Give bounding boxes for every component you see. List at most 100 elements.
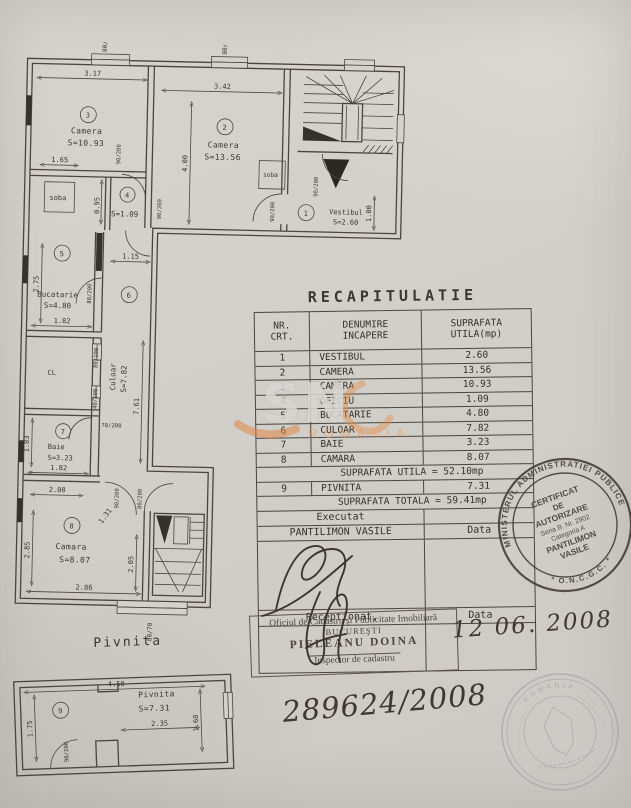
interior-walls — [22, 66, 292, 602]
pivnita-walls — [13, 673, 235, 777]
header-incapere: INCAPERE — [342, 330, 389, 342]
window-sill-bottom — [116, 600, 188, 616]
window-label: 80/70 — [222, 40, 229, 55]
room-name: Culoar — [108, 363, 118, 391]
dim: 2.85 — [23, 541, 31, 558]
room-number: 7 — [61, 428, 65, 436]
hatch-band — [362, 144, 394, 154]
room-name: Camara — [55, 542, 87, 552]
room-name: Baie — [48, 443, 65, 451]
soba-box — [258, 160, 286, 190]
room-area: S=7.31 — [139, 703, 171, 713]
door-label: 70/200 — [101, 423, 121, 429]
executant-signature — [261, 545, 353, 617]
room-name: Bucatarie — [37, 290, 78, 300]
window-sills-top — [91, 53, 376, 72]
pivnita-door-arc — [50, 739, 78, 769]
room-area: S=2.60 — [333, 218, 358, 227]
door-label: 90/200 — [64, 742, 71, 762]
receptionat-signature — [305, 591, 348, 666]
recap-title: RECAPITULATIE — [307, 285, 478, 307]
dim: 2.05 — [127, 556, 135, 573]
room-oficiu: 4 S=1.09 — [111, 186, 138, 219]
certification-stamp: MINISTERUL ADMINISTRATIEI PUBLICE * O.N.… — [492, 452, 631, 593]
window-label: 80/100 — [94, 348, 100, 368]
window-label: 80/70 — [102, 40, 109, 52]
dim: 2.35 — [151, 719, 168, 728]
pivnita-title: Pivnita — [93, 634, 162, 651]
room-name: Camera — [208, 140, 240, 150]
dim: 1.65 — [51, 156, 68, 164]
dim: 1.82 — [50, 464, 67, 472]
dim: 7.61 — [133, 398, 141, 415]
dim: 2.00 — [49, 486, 66, 494]
dim: 4.00 — [181, 155, 189, 172]
room-area: S=7.82 — [119, 365, 129, 392]
room-number: 6 — [127, 292, 131, 300]
room-area: S=8.07 — [59, 555, 91, 565]
soba-box — [43, 181, 76, 213]
stamp-line: DE — [552, 500, 566, 512]
cl-label: CL — [47, 369, 56, 377]
door-label: 90/200 — [116, 144, 122, 164]
dim: 1.31 — [97, 507, 113, 525]
room-number: 3 — [86, 112, 90, 120]
room-number-circle — [52, 701, 70, 719]
door-arcs — [68, 153, 348, 515]
room-area: S=13.56 — [204, 152, 241, 162]
dim: 3.17 — [84, 70, 101, 78]
room-number: 4 — [125, 192, 129, 200]
room-baie: 7 Baie S=3.23 — [47, 423, 73, 462]
soba-label: soba — [263, 172, 278, 179]
room-number: 1 — [304, 210, 308, 218]
door-label: 90/200 — [114, 488, 120, 508]
faint-round-stamp: ROMANIA — [501, 673, 619, 791]
stamp-ring-bottom: * O.N.C.G.C. * — [548, 553, 618, 593]
room-vestibul: 1 Vestibul S=2.60 — [297, 204, 363, 227]
staircase-down — [151, 512, 205, 598]
room-number: 9 — [58, 707, 62, 715]
dim: 2.86 — [76, 584, 93, 592]
dim: 1.15 — [122, 252, 139, 260]
door-label: 80/200 — [137, 489, 143, 509]
header-crt: CRT. — [270, 331, 294, 343]
dim: 4.50 — [108, 680, 125, 689]
pivnita-dims — [26, 686, 205, 759]
window-label: 40/100 — [93, 389, 99, 409]
room-culoar: 6 Culoar S=7.82 — [108, 286, 138, 393]
cl-wall-windows — [90, 343, 103, 399]
svg-text:ROMANIA: ROMANIA — [520, 677, 578, 706]
room-name: Vestibul — [329, 208, 363, 217]
room-name: Pivnita — [138, 689, 175, 699]
door-label: 80/200 — [87, 283, 93, 303]
dimension-lines — [27, 78, 377, 600]
dim: 1.00 — [365, 205, 373, 222]
room-number: 5 — [60, 250, 64, 258]
header-utila: UTILA(mp) — [450, 328, 503, 341]
handwritten-number: 289624/2008 — [280, 677, 489, 729]
door-label: 90/200 — [270, 202, 276, 222]
svg-text:* O.N.C.G.C. *: * O.N.C.G.C. * — [548, 553, 618, 593]
room-number: 8 — [69, 522, 73, 530]
room-area: S=4.80 — [44, 301, 72, 311]
door-label: 90/200 — [157, 199, 163, 219]
room-camara: 8 Camara S=8.07 — [55, 517, 91, 565]
soba-label: soba — [49, 194, 66, 202]
room-camera2: 2 Camera S=13.56 — [204, 118, 241, 162]
room-area: S=1.09 — [111, 209, 138, 219]
main-floor-plan: 80/70 80/70 — [14, 40, 406, 641]
dim: 1.83 — [23, 435, 31, 452]
header-nr: NR. — [273, 320, 291, 332]
window-label: 80/70 — [146, 622, 153, 641]
entrance-arrow — [323, 159, 350, 189]
dim: 3.42 — [214, 83, 231, 91]
dim: 2.75 — [32, 276, 40, 293]
faint-stamp-ring: ROMANIA — [520, 677, 578, 706]
staircase-up — [297, 74, 405, 155]
room-number: 2 — [222, 124, 226, 132]
dim: 1.60 — [192, 714, 201, 731]
room-camera3: 3 Camera S=10.93 — [68, 106, 104, 148]
pivnita-plan: Pivnita 90/200 9 Pivnita S=7.31 4.50 1.7… — [13, 634, 235, 777]
